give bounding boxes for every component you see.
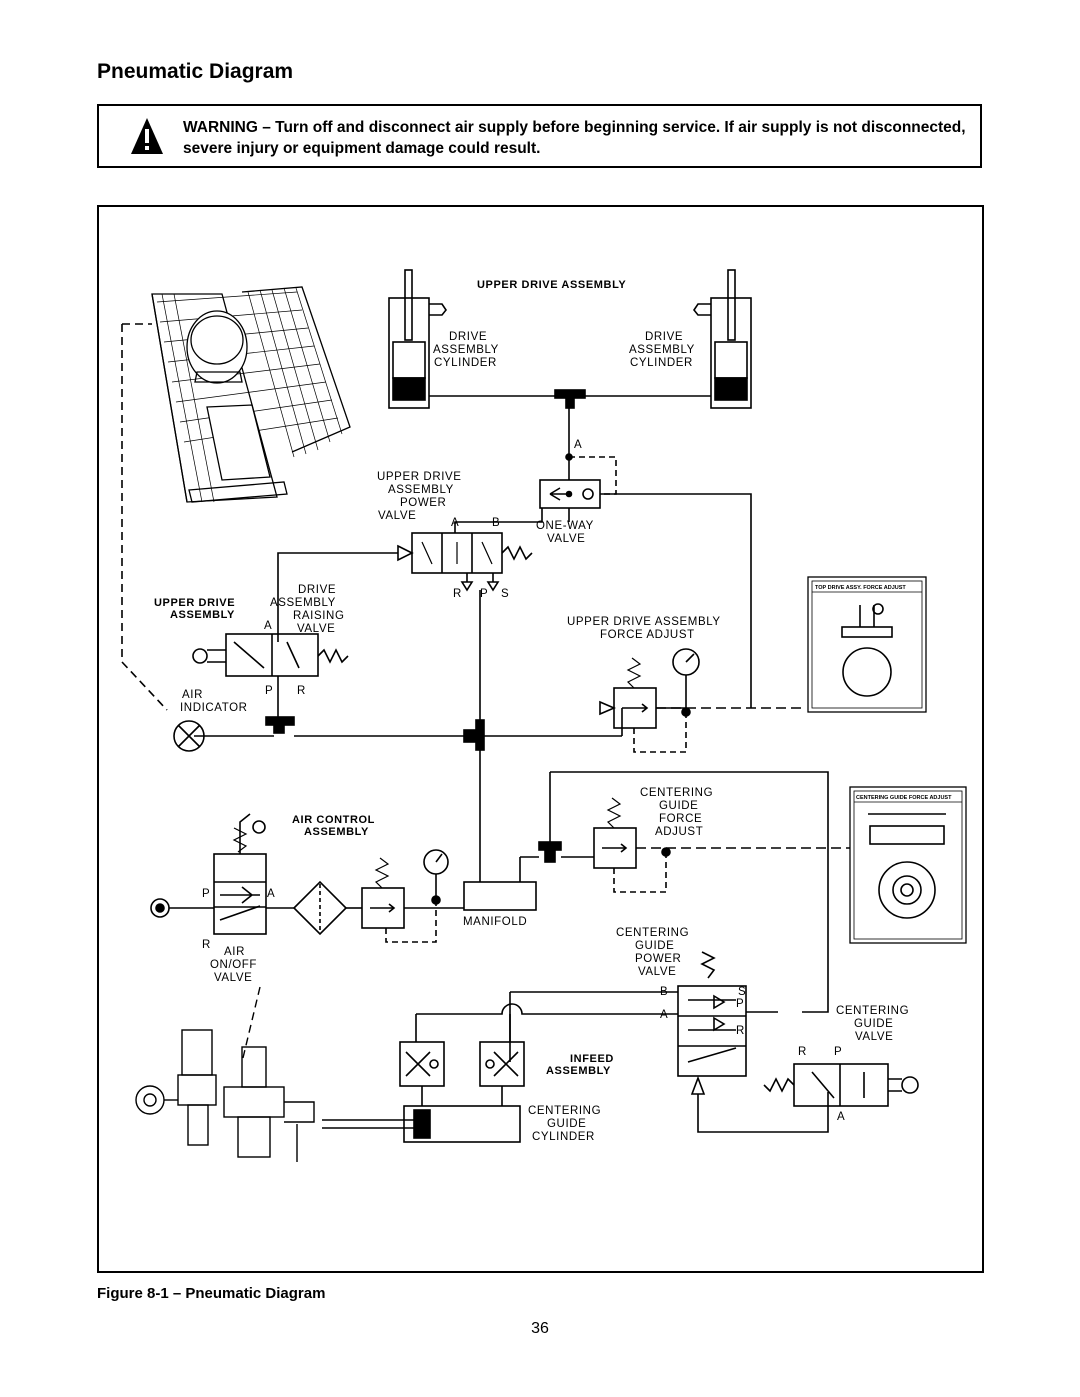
- centering-placard-title: CENTERING GUIDE FORCE ADJUST: [856, 795, 952, 801]
- centering-force-l2: GUIDE: [659, 800, 698, 812]
- port-a-top: A: [574, 439, 582, 451]
- manifold-label: MANIFOLD: [463, 916, 527, 928]
- page-number: 36: [531, 1320, 549, 1337]
- centering-guide-cylinder: [322, 1105, 521, 1143]
- power-valve-l1: UPPER DRIVE: [377, 471, 462, 483]
- pneumatic-diagram: [121, 269, 967, 1162]
- air-on-off-port-r: R: [202, 939, 211, 951]
- power-valve-l2: ASSEMBLY: [388, 484, 454, 496]
- centering-valve-l1: CENTERING: [836, 1005, 909, 1017]
- infeed-l1: INFEED: [570, 1053, 614, 1065]
- one-way-valve-l1: ONE-WAY: [536, 520, 594, 532]
- centering-guide-valve: [763, 1063, 919, 1107]
- centering-force-l4: ADJUST: [655, 826, 703, 838]
- air-on-off-l2: ON/OFF: [210, 959, 257, 971]
- centering-guide-placard: [849, 786, 967, 944]
- centering-power-l3: POWER: [635, 953, 681, 965]
- air-control-l1: AIR CONTROL: [292, 814, 375, 826]
- centering-power-l1: CENTERING: [616, 927, 689, 939]
- raising-valve-l1: DRIVE: [298, 584, 336, 596]
- power-valve-port-b: B: [492, 517, 500, 529]
- air-on-off-l3: VALVE: [214, 972, 252, 984]
- infeed-l2: ASSEMBLY: [546, 1065, 611, 1077]
- centering-power-port-s: S: [738, 986, 746, 998]
- raising-valve-port-r: R: [297, 685, 306, 697]
- figure-frame: UPPER DRIVE ASSEMBLY DRIVE ASSEMBLY CYLI…: [97, 205, 984, 1273]
- raising-valve-l4: VALVE: [297, 623, 335, 635]
- power-valve-l4: VALVE: [378, 510, 416, 522]
- air-indicator: [173, 720, 205, 752]
- drive-cylinder-right: [693, 269, 752, 409]
- centering-valve-l3: VALVE: [855, 1031, 893, 1043]
- drive-cylinder-left: [388, 269, 447, 409]
- air-on-off-l1: AIR: [224, 946, 245, 958]
- raising-valve-l3: RAISING: [293, 610, 345, 622]
- upper-drive-assembly-title: UPPER DRIVE ASSEMBLY: [477, 279, 626, 291]
- centering-valve-port-r: R: [798, 1046, 807, 1058]
- centering-valve-port-a: A: [837, 1111, 845, 1123]
- centering-power-port-p: P: [736, 998, 744, 1010]
- centering-cyl-l2: GUIDE: [547, 1118, 586, 1130]
- warning-text: WARNING – Turn off and disconnect air su…: [183, 119, 966, 157]
- figure-caption: Figure 8-1 – Pneumatic Diagram: [97, 1285, 326, 1302]
- air-on-off-port-p: P: [202, 888, 210, 900]
- drive-cyl-right-l3: CYLINDER: [630, 357, 693, 369]
- page-title: Pneumatic Diagram: [97, 60, 294, 83]
- centering-power-valve: [677, 951, 747, 1095]
- raising-valve-port-a: A: [264, 620, 272, 632]
- centering-power-l4: VALVE: [638, 966, 676, 978]
- force-adjust-l2: FORCE ADJUST: [600, 629, 695, 641]
- power-valve-l3: POWER: [400, 497, 446, 509]
- air-on-off-valve: [213, 813, 267, 935]
- centering-power-port-b: B: [660, 986, 668, 998]
- drive-cyl-right-l1: DRIVE: [645, 331, 683, 343]
- drive-cyl-left-l3: CYLINDER: [434, 357, 497, 369]
- air-on-off-port-a: A: [267, 888, 275, 900]
- drive-cyl-left-l2: ASSEMBLY: [433, 344, 499, 356]
- power-valve-port-s: S: [501, 588, 509, 600]
- top-drive-placard-title: TOP DRIVE ASSY. FORCE ADJUST: [815, 585, 906, 591]
- power-valve-port-r: R: [453, 588, 462, 600]
- manifold: [463, 881, 537, 911]
- raising-valve: [192, 633, 349, 677]
- drive-cyl-right-l2: ASSEMBLY: [629, 344, 695, 356]
- drive-cyl-left-l1: DRIVE: [449, 331, 487, 343]
- diagram-labels: UPPER DRIVE ASSEMBLY DRIVE ASSEMBLY CYLI…: [154, 279, 952, 1143]
- warning-box: WARNING – Turn off and disconnect air su…: [97, 104, 982, 168]
- power-valve-port-p: P: [480, 588, 488, 600]
- centering-force-l1: CENTERING: [640, 787, 713, 799]
- centering-power-l2: GUIDE: [635, 940, 674, 952]
- flow-control-left: [399, 1041, 445, 1087]
- centering-cyl-l1: CENTERING: [528, 1105, 601, 1117]
- frl-unit-illustration: [135, 986, 315, 1162]
- upper-drive-label-l2: ASSEMBLY: [170, 609, 235, 621]
- warning-icon: [131, 118, 163, 154]
- centering-force-l3: FORCE: [659, 813, 702, 825]
- top-drive-placard: [807, 576, 927, 713]
- centering-valve-port-p: P: [834, 1046, 842, 1058]
- centering-valve-l2: GUIDE: [854, 1018, 893, 1030]
- air-indicator-l2: INDICATOR: [180, 702, 248, 714]
- one-way-valve-l2: VALVE: [547, 533, 585, 545]
- machine-illustration: [151, 286, 351, 503]
- air-indicator-l1: AIR: [182, 689, 203, 701]
- raising-valve-l2: ASSEMBLY: [270, 597, 336, 609]
- centering-power-port-a: A: [660, 1009, 668, 1021]
- air-control-l2: ASSEMBLY: [304, 826, 369, 838]
- centering-power-port-r: R: [736, 1025, 745, 1037]
- power-valve-port-a: A: [451, 517, 459, 529]
- raising-valve-port-p: P: [265, 685, 273, 697]
- centering-cyl-l3: CYLINDER: [532, 1131, 595, 1143]
- force-adjust-l1: UPPER DRIVE ASSEMBLY: [567, 616, 721, 628]
- upper-drive-label-l1: UPPER DRIVE: [154, 597, 235, 609]
